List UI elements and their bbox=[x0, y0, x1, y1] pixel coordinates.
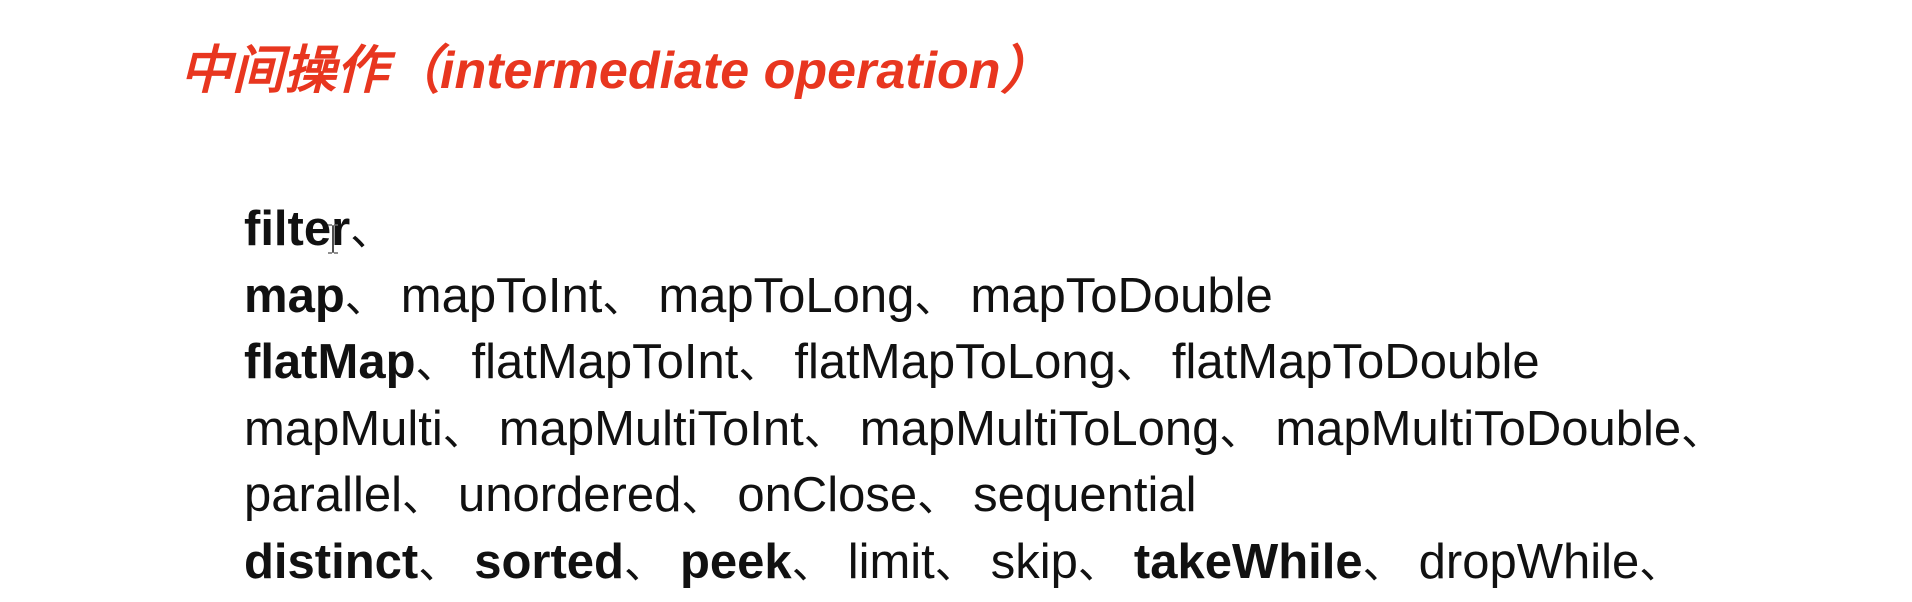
operation-line: mapMulti、mapMultiToInt、mapMultiToLong、ma… bbox=[244, 396, 1904, 463]
slide-title: 中间操作（intermediate operation） bbox=[180, 42, 1053, 100]
operation-name: takeWhile bbox=[1133, 534, 1363, 589]
separator: 、 bbox=[681, 472, 724, 521]
separator: 、 bbox=[914, 272, 957, 322]
operation-name: skip bbox=[990, 534, 1078, 589]
operation-name: unordered bbox=[457, 468, 682, 522]
separator: 、 bbox=[344, 272, 387, 322]
separator: 、 bbox=[602, 272, 645, 322]
separator: 、 bbox=[1077, 538, 1120, 588]
separator: 、 bbox=[624, 538, 667, 588]
operation-name: distinct bbox=[244, 534, 419, 589]
operation-line: map、mapToInt、mapToLong、mapToDouble bbox=[244, 263, 1904, 330]
operation-name: mapMultiToLong bbox=[859, 401, 1220, 456]
operation-line: flatMap、flatMapToInt、flatMapToLong、flatM… bbox=[244, 329, 1904, 396]
operation-name: flatMap bbox=[244, 335, 416, 389]
operation-line: filter、 bbox=[244, 196, 1904, 263]
separator: 、 bbox=[1115, 339, 1158, 388]
separator: 、 bbox=[1639, 538, 1682, 588]
operation-name: parallel bbox=[244, 468, 402, 522]
operation-name: mapMultiToInt bbox=[498, 401, 804, 456]
operation-line: distinct、sorted、peek、limit、skip、takeWhil… bbox=[244, 529, 1904, 596]
separator: 、 bbox=[738, 339, 781, 388]
separator: 、 bbox=[415, 339, 458, 388]
separator: 、 bbox=[350, 206, 393, 255]
operation-name: dropWhile bbox=[1418, 534, 1640, 589]
separator: 、 bbox=[1219, 405, 1262, 455]
operation-name: onClose bbox=[737, 468, 918, 522]
text-cursor-icon bbox=[328, 224, 338, 254]
separator: 、 bbox=[1362, 538, 1405, 588]
separator: 、 bbox=[803, 405, 846, 455]
operation-name: sorted bbox=[474, 534, 624, 589]
operation-name: flatMapToLong bbox=[794, 335, 1116, 389]
separator: 、 bbox=[442, 405, 485, 455]
operations-list: filter、map、mapToInt、mapToLong、mapToDoubl… bbox=[244, 196, 1904, 595]
operation-name: limit bbox=[847, 534, 935, 589]
operation-name: peek bbox=[680, 534, 792, 589]
separator: 、 bbox=[1681, 405, 1724, 455]
separator: 、 bbox=[791, 538, 834, 588]
separator: 、 bbox=[418, 538, 461, 588]
separator: 、 bbox=[934, 538, 977, 588]
operation-name: mapMulti bbox=[244, 401, 443, 456]
operation-line: parallel、unordered、onClose、sequential bbox=[244, 462, 1904, 529]
operation-name: mapMultiToDouble bbox=[1275, 401, 1682, 456]
operation-name: flatMapToInt bbox=[471, 335, 739, 389]
operation-name: mapToLong bbox=[658, 268, 915, 323]
operation-name: flatMapToDouble bbox=[1171, 335, 1540, 389]
operation-name: sequential bbox=[973, 468, 1197, 522]
operation-name: map bbox=[244, 268, 345, 323]
separator: 、 bbox=[401, 472, 444, 521]
operation-name: mapToDouble bbox=[970, 268, 1273, 323]
separator: 、 bbox=[917, 472, 960, 521]
operation-name: mapToInt bbox=[400, 268, 603, 323]
